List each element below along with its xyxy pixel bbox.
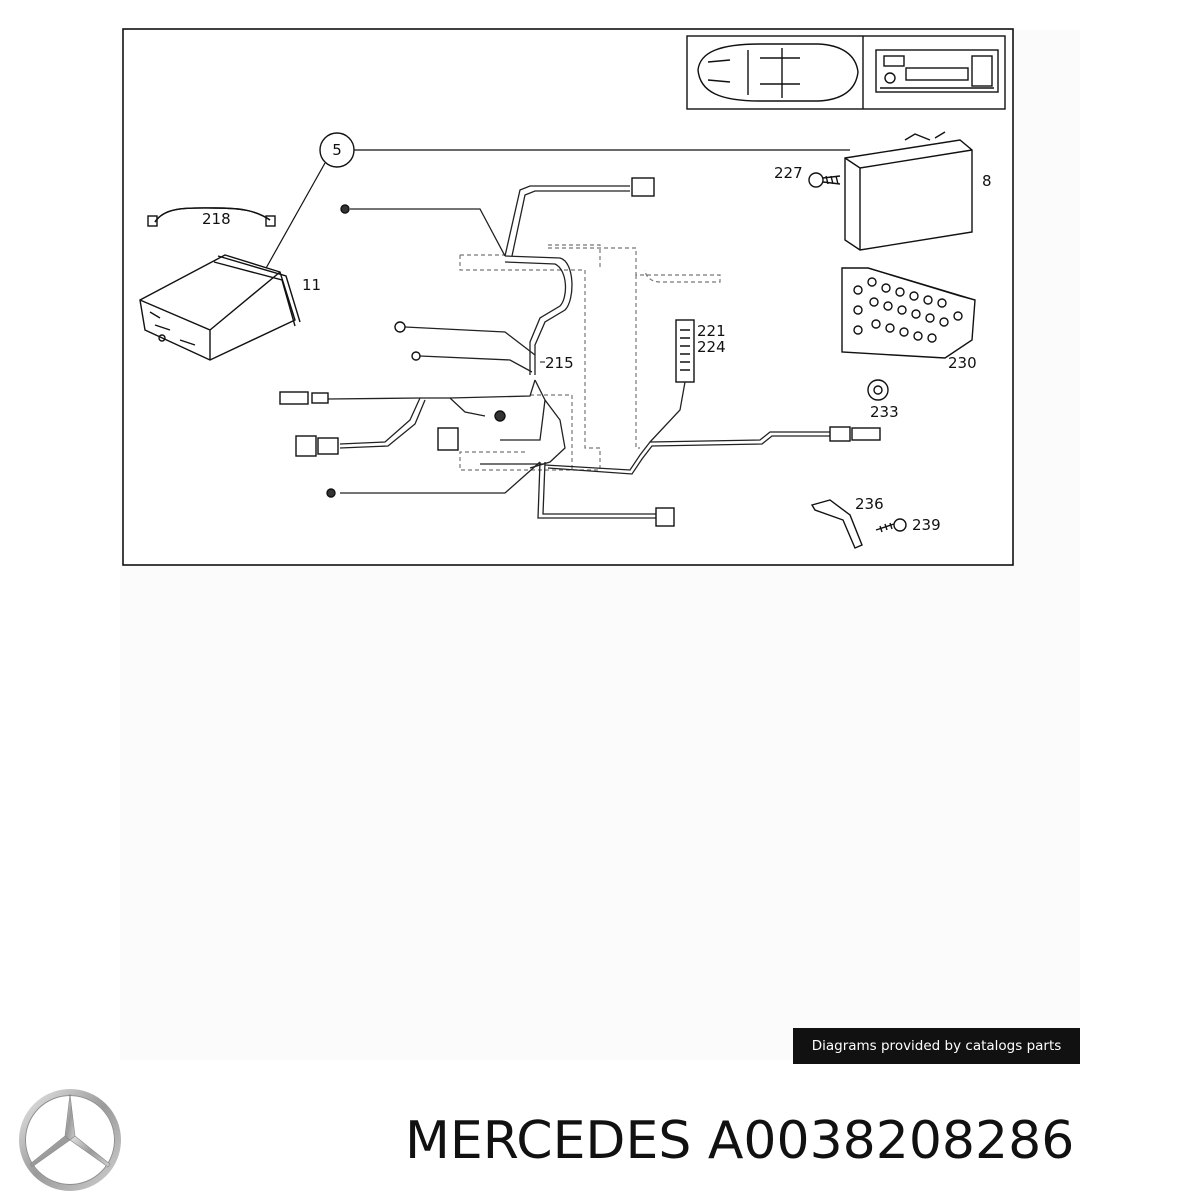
- part-227-screw: [808, 172, 841, 188]
- part-11-radio-unit: [139, 254, 301, 361]
- part-218-cable: [147, 207, 276, 227]
- mercedes-star-icon: [19, 1089, 121, 1191]
- label-233: 233: [870, 403, 899, 421]
- part-236-clip: [810, 499, 863, 549]
- part-233-nut: [867, 379, 889, 401]
- radio-icon: [875, 49, 999, 93]
- harness-connectors: [279, 177, 881, 527]
- wiring-harness: [327, 185, 830, 519]
- label-239: 239: [912, 516, 941, 534]
- label-236: 236: [855, 495, 884, 513]
- label-224: 224: [697, 338, 726, 356]
- label-230: 230: [948, 354, 977, 372]
- part-230-bracket: [841, 267, 976, 359]
- part-221-224-connector: [675, 319, 695, 383]
- callout-5-label: 5: [332, 141, 342, 159]
- dashed-outline: [459, 244, 721, 471]
- label-215: 215: [545, 354, 574, 372]
- part-8-module: [844, 131, 973, 251]
- label-8: 8: [982, 172, 992, 190]
- part-239-screw: [875, 518, 907, 533]
- label-11: 11: [302, 276, 321, 294]
- callout-5: 5: [264, 132, 850, 271]
- car-icon: [697, 43, 859, 102]
- credit-banner: Diagrams provided by catalogs parts: [793, 1028, 1080, 1064]
- label-218: 218: [202, 210, 231, 228]
- page-title: MERCEDES A0038208286: [405, 1111, 1075, 1171]
- inset-thumbnails: [686, 35, 1006, 110]
- label-227: 227: [774, 164, 803, 182]
- label-221: 221: [697, 322, 726, 340]
